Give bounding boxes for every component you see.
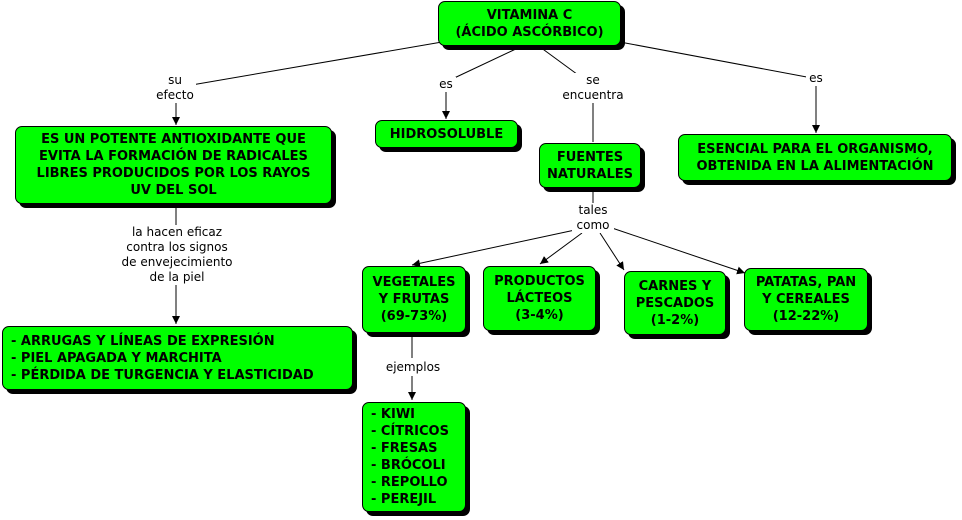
link-label-ejemplos: ejemplos (384, 360, 442, 375)
concept-carnes-pescados: CARNES Y PESCADOS (1-2%) (624, 271, 726, 335)
concept-ejemplos-list: - KIWI - CÍTRICOS - FRESAS - BRÓCOLI - R… (362, 402, 466, 512)
link-tales-vegetales (411, 229, 576, 268)
concept-esencial: ESENCIAL PARA EL ORGANISMO, OBTENIDA EN … (678, 134, 952, 181)
concept-ejemplos-list-text: - KIWI - CÍTRICOS - FRESAS - BRÓCOLI - R… (371, 407, 449, 507)
concept-carnes-pescados-text: CARNES Y PESCADOS (1-2%) (635, 278, 715, 328)
link-label-su-efecto: su efecto (154, 73, 196, 103)
concept-vitamina-c: VITAMINA C (ÁCIDO ASCÓRBICO) (438, 1, 621, 46)
concept-productos-lacteos-text: PRODUCTOS LÁCTEOS (3-4%) (494, 274, 585, 323)
link-tales-patatas (611, 227, 746, 275)
concept-vitamina-c-text: VITAMINA C (ÁCIDO ASCÓRBICO) (455, 7, 604, 40)
concept-skin-effects-text: - ARRUGAS Y LÍNEAS DE EXPRESIÓN - PIEL A… (11, 333, 314, 383)
concept-fuentes-naturales-text: FUENTES NATURALES (547, 149, 633, 182)
concept-skin-effects: - ARRUGAS Y LÍNEAS DE EXPRESIÓN - PIEL A… (2, 326, 353, 390)
concept-fuentes-naturales: FUENTES NATURALES (539, 143, 641, 188)
concept-hidrosoluble: HIDROSOLUBLE (375, 120, 518, 148)
concept-antioxidant-text: ES UN POTENTE ANTIOXIDANTE QUE EVITA LA … (36, 132, 311, 198)
concept-esencial-text: ESENCIAL PARA EL ORGANISMO, OBTENIDA EN … (696, 141, 934, 174)
concept-patatas-pan-cereales-text: PATATAS, PAN Y CEREALES (12-22%) (755, 275, 857, 324)
concept-productos-lacteos: PRODUCTOS LÁCTEOS (3-4%) (483, 266, 596, 331)
link-label-es-2: es (806, 71, 826, 86)
concept-hidrosoluble-text: HIDROSOLUBLE (389, 126, 504, 142)
concept-antioxidant: ES UN POTENTE ANTIOXIDANTE QUE EVITA LA … (15, 126, 332, 204)
link-root-es2 (619, 41, 813, 79)
concept-vegetales-frutas-text: VEGETALES Y FRUTAS (69-73%) (372, 275, 456, 324)
link-label-se-encuentra: se encuentra (558, 73, 628, 103)
concept-vegetales-frutas: VEGETALES Y FRUTAS (69-73%) (362, 266, 466, 333)
link-tales-carnes (599, 232, 625, 271)
link-root-efecto (179, 41, 443, 88)
concept-patatas-pan-cereales: PATATAS, PAN Y CEREALES (12-22%) (744, 268, 868, 331)
link-root-es1 (449, 46, 521, 81)
link-tales-lacteos (539, 232, 583, 265)
link-label-es: es (436, 77, 456, 92)
link-label-hacen-eficaz: la hacen eficaz contra los signos de env… (111, 225, 243, 285)
link-label-tales-como: tales como (572, 203, 614, 233)
